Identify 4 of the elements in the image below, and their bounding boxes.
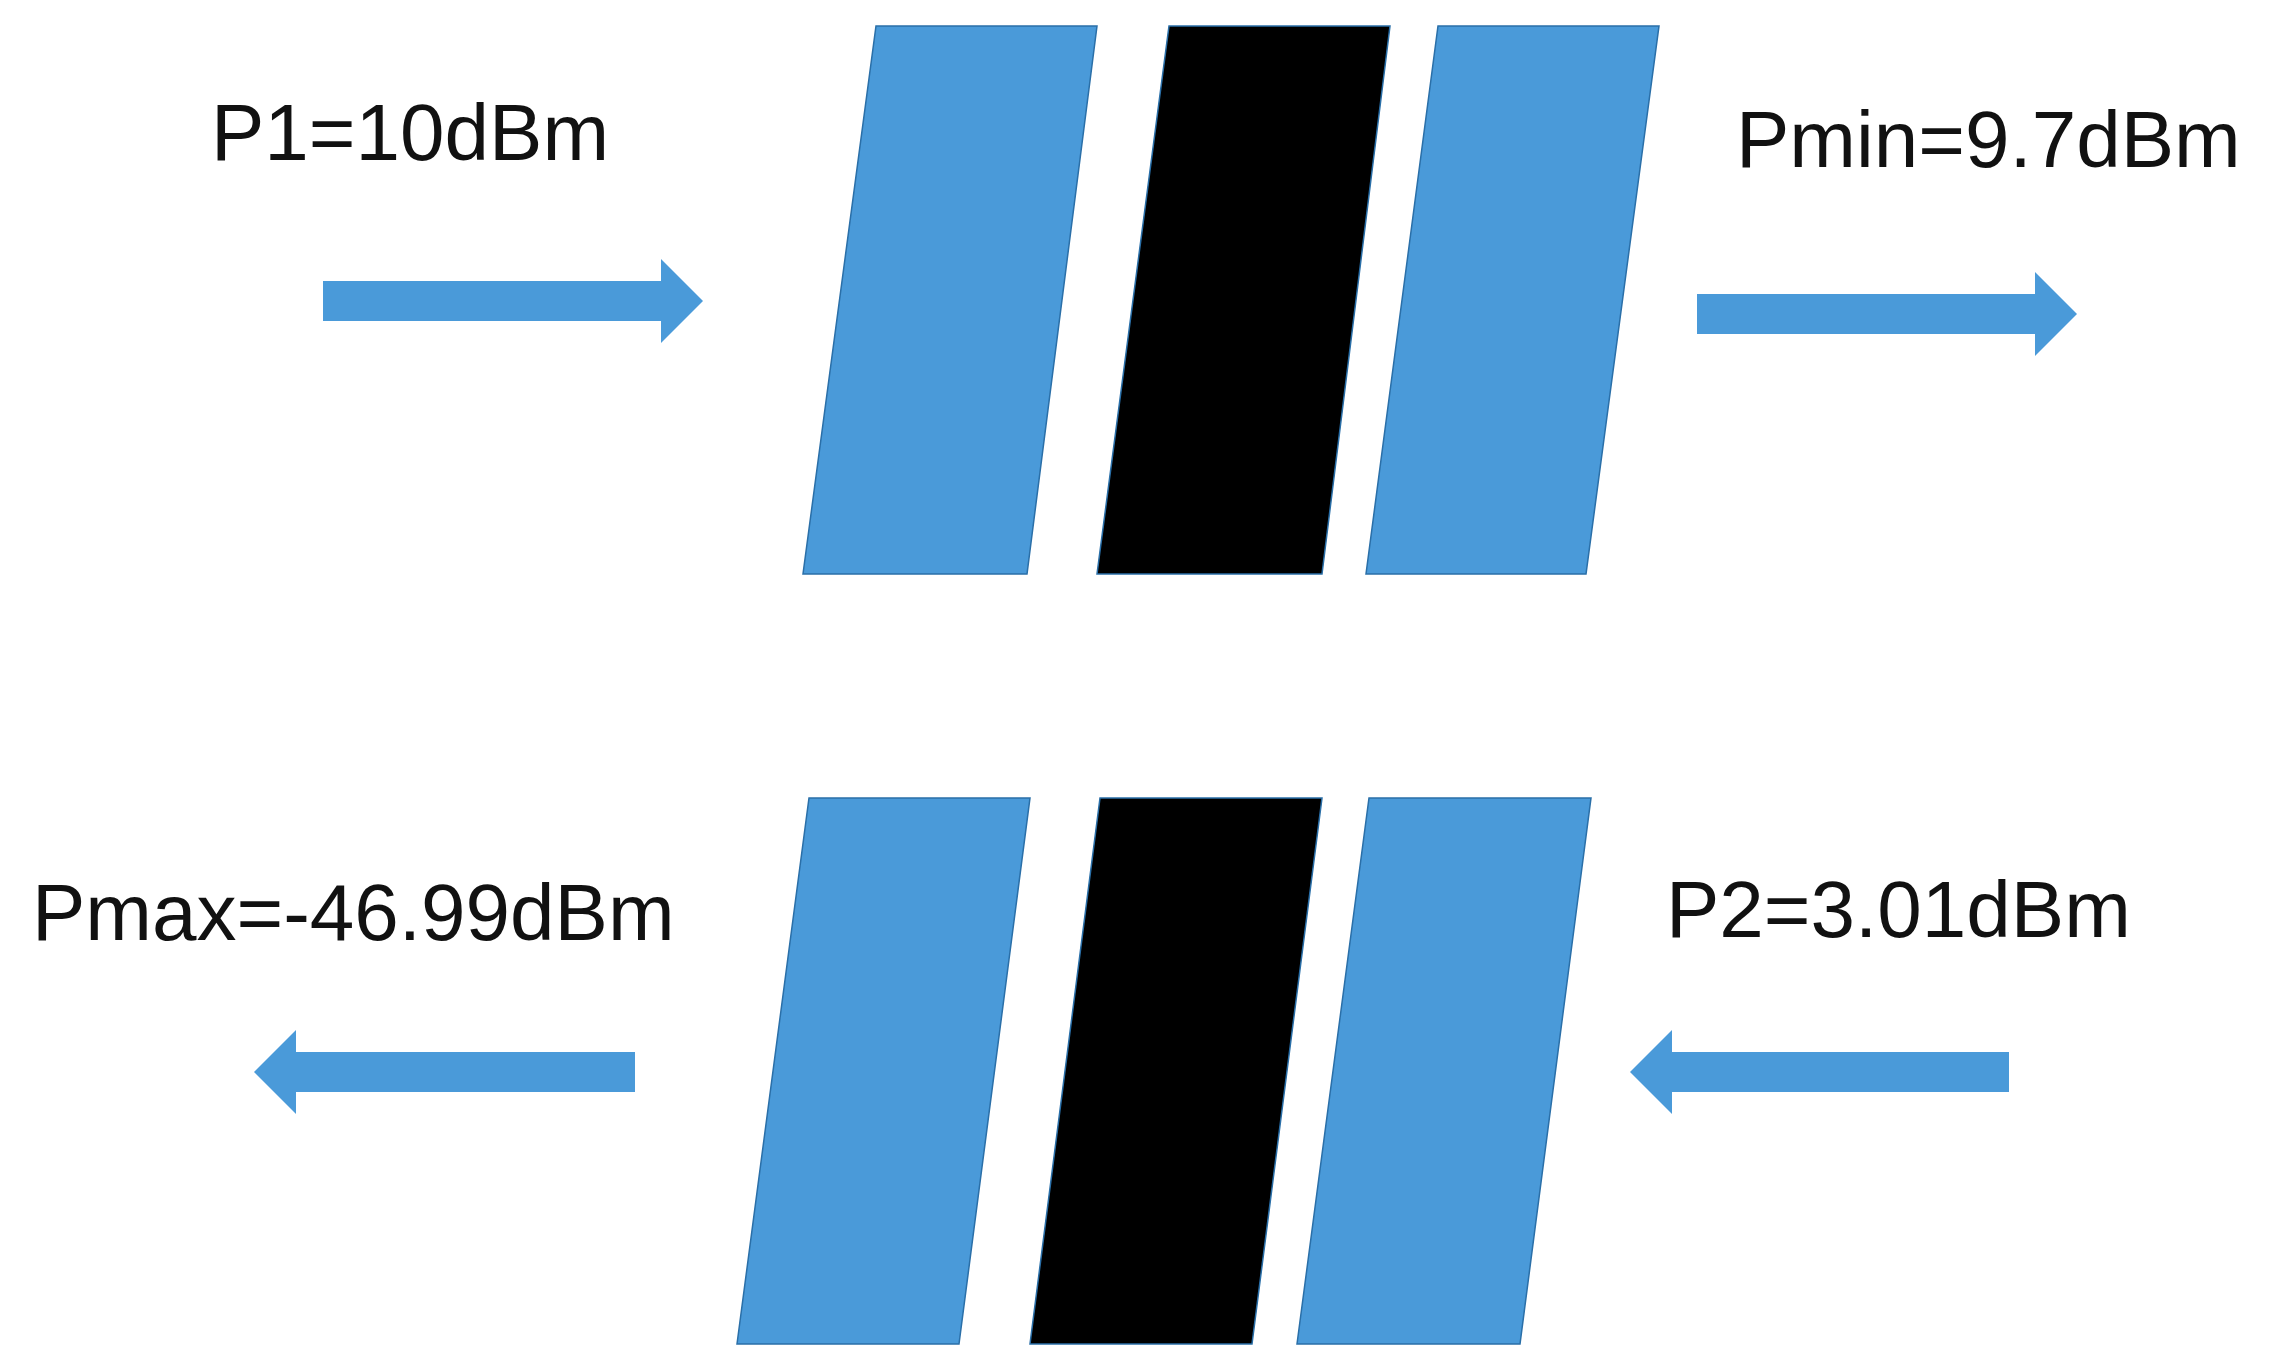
power-label: P1=10dBm — [211, 93, 610, 173]
power-label: Pmin=9.7dBm — [1736, 100, 2241, 180]
power-label: Pmax=-46.99dBm — [32, 873, 675, 953]
power-label: P2=3.01dBm — [1666, 870, 2131, 950]
